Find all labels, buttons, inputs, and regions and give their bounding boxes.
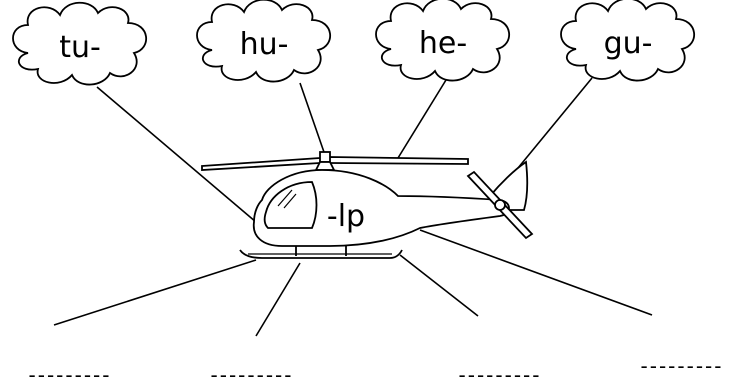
cloud-connector-lines <box>96 77 593 223</box>
cloud-he: he- <box>375 0 511 82</box>
cloud-gu: gu- <box>560 0 696 82</box>
connector-line-blank-4 <box>419 229 653 316</box>
helicopter-body-icon <box>252 169 510 247</box>
window-glare-icon <box>283 193 297 209</box>
connector-line-tu <box>96 86 257 223</box>
helicopter-label: -lp <box>327 199 365 234</box>
cloud-tu: tu- <box>12 1 148 86</box>
answer-blank-4[interactable]: --------- <box>641 354 724 378</box>
answer-blank-3[interactable]: --------- <box>459 363 542 387</box>
landing-skid-icon <box>239 249 403 259</box>
connector-line-blank-3 <box>399 254 479 317</box>
window-glare-icon <box>277 189 293 207</box>
cloud-label-tu: tu- <box>59 30 101 65</box>
answer-blank-2[interactable]: --------- <box>211 363 294 387</box>
connector-line-blank-2 <box>255 262 301 337</box>
cloud-shape <box>196 0 332 83</box>
rotor-hub-icon <box>319 151 331 163</box>
rotor-mast-icon <box>314 161 336 171</box>
main-rotor-icon <box>201 156 469 171</box>
tail-rotor-hub-icon <box>494 199 506 211</box>
cloud-label-hu: hu- <box>240 27 289 62</box>
cloud-shape <box>375 0 511 82</box>
cloud-shape <box>12 1 148 86</box>
cloud-label-gu: gu- <box>604 26 653 61</box>
connector-line-he <box>397 79 447 159</box>
cloud-label-he: he- <box>419 26 467 61</box>
answer-blank-1[interactable]: --------- <box>29 363 112 387</box>
blank-connector-lines <box>53 229 653 337</box>
connector-line-gu <box>517 77 593 169</box>
cockpit-window-icon <box>263 181 318 229</box>
cloud-hu: hu- <box>196 0 332 83</box>
cloud-shape <box>560 0 696 82</box>
connector-line-hu <box>299 82 326 156</box>
helicopter <box>201 151 534 259</box>
connector-line-blank-1 <box>53 259 257 326</box>
